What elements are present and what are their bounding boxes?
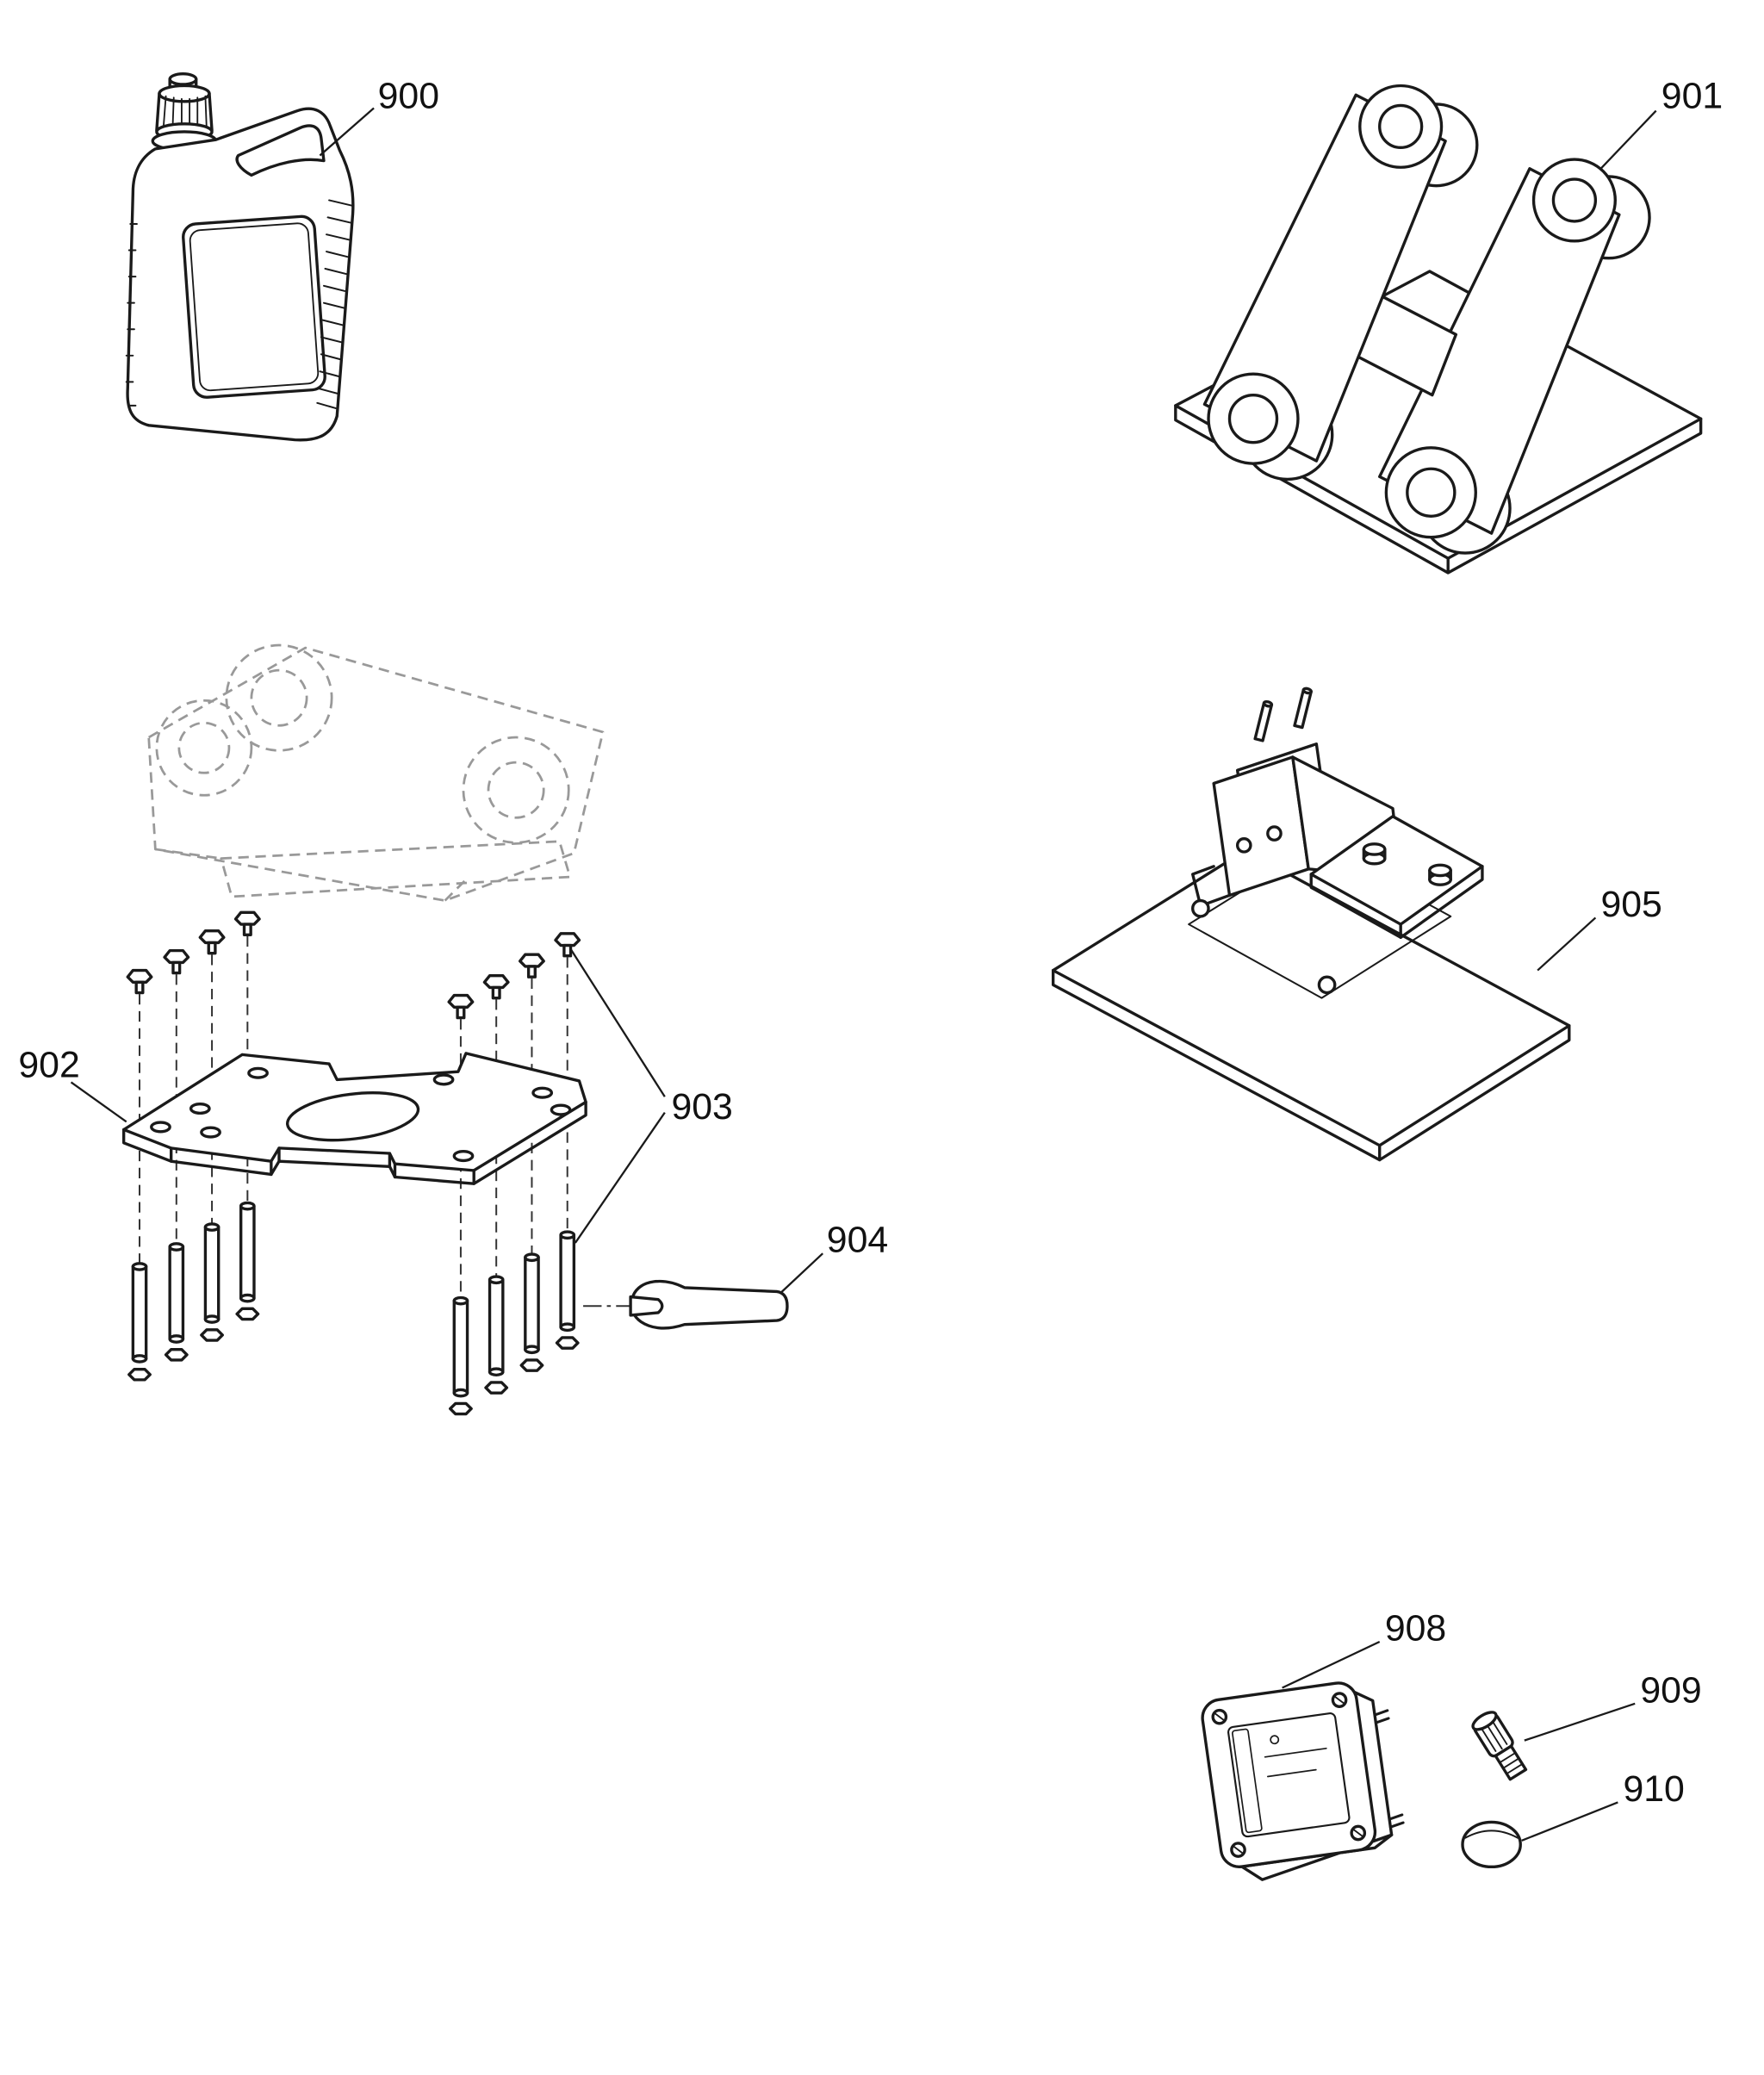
- part-902-adapter-plate: [121, 1052, 587, 1185]
- callout-label-908: 908: [1385, 1607, 1446, 1649]
- part-903-bolts-top: [126, 910, 581, 1020]
- callout-label-900: 900: [378, 75, 439, 116]
- part-910-cap: [1461, 1820, 1522, 1869]
- part-904-wrench: [629, 1279, 789, 1330]
- callout-label-902: 902: [18, 1044, 79, 1085]
- callout-label-904: 904: [827, 1220, 888, 1261]
- part-903-studs-bottom: [127, 1201, 580, 1416]
- callout-label-909: 909: [1640, 1669, 1701, 1711]
- part-901-mounting-bracket: [1174, 84, 1703, 575]
- part-909-plug: [1471, 1711, 1528, 1781]
- ghost-bracket-reference: [147, 643, 605, 902]
- part-900-oil-bottle: [125, 72, 355, 442]
- part-905-plate-assembly: [1052, 686, 1571, 1162]
- fastener-axes: [139, 935, 568, 1299]
- callout-label-910: 910: [1623, 1768, 1684, 1810]
- callout-label-901: 901: [1662, 75, 1723, 116]
- callout-label-903: 903: [671, 1086, 732, 1128]
- callout-label-905: 905: [1600, 884, 1662, 925]
- part-908-control-unit: [1201, 1681, 1405, 1881]
- callout-leaders: [70, 107, 1657, 1842]
